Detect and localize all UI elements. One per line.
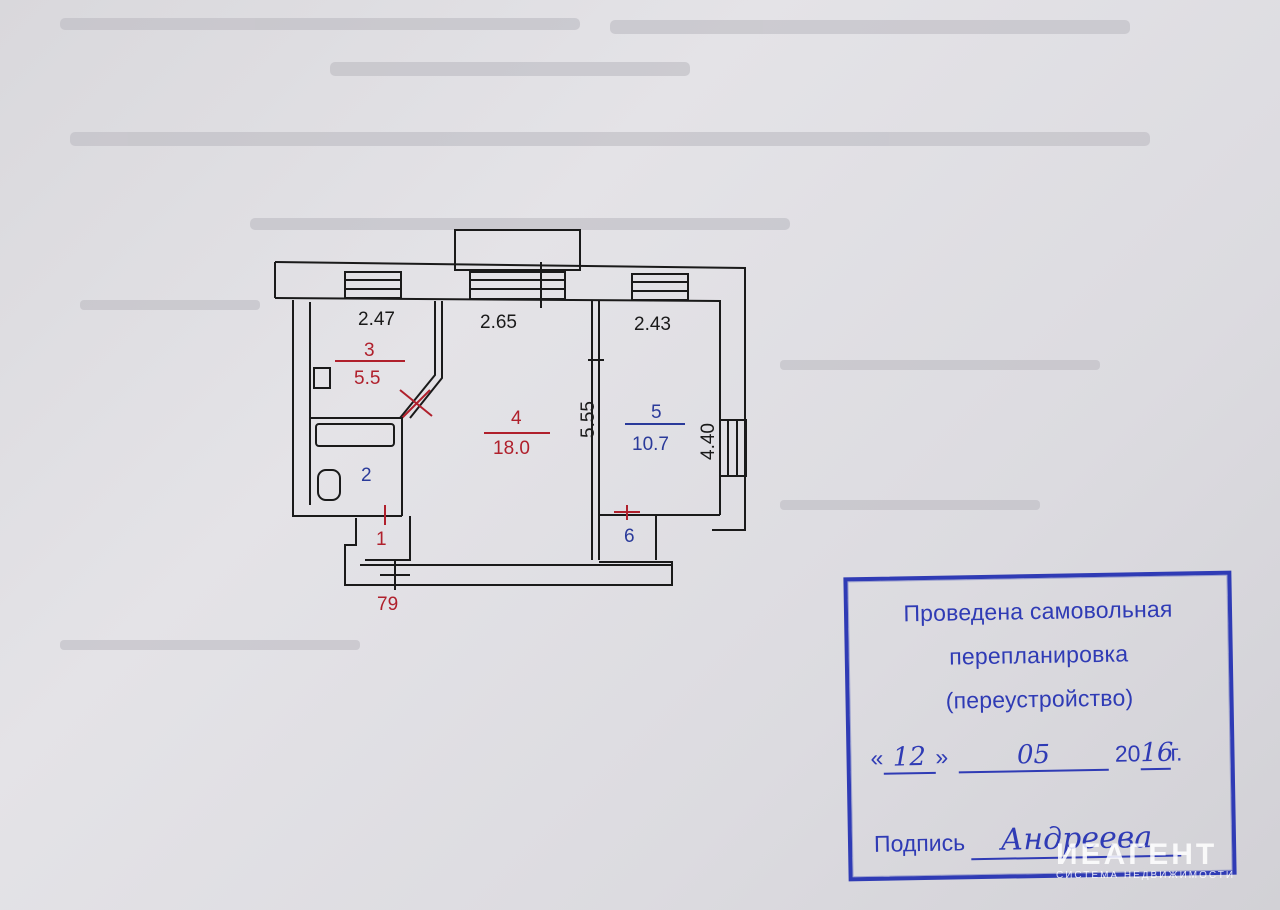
window-room5 [631, 273, 689, 301]
outer-wall-left [292, 300, 402, 517]
date-year-suffix: 16 [1140, 737, 1174, 771]
dim-room5-width: 2.43 [634, 314, 671, 335]
room3-area: 5.5 [354, 368, 380, 389]
door-mark-room3 [399, 389, 433, 419]
outer-wall-top [274, 261, 746, 531]
watermark-logo: ИЕАГЕНТ СИСТЕМА НЕДВИЖИМОСТИ [1056, 838, 1235, 881]
dim-room4-length: 5.55 [578, 401, 599, 438]
room2-number: 2 [361, 465, 372, 486]
toilet [317, 469, 341, 501]
outer-wall-bottom [344, 518, 673, 586]
room4-number: 4 [511, 408, 522, 429]
closet-room6 [598, 515, 657, 560]
dim-room3-width: 2.47 [358, 309, 395, 330]
stamp-line-3: (переустройство) [945, 684, 1134, 714]
partition-room2 [310, 417, 403, 516]
watermark-text: ИЕАГЕНТ [1056, 838, 1218, 871]
date-month: 05 [958, 738, 1109, 774]
window-room4 [469, 262, 566, 308]
sink [313, 367, 331, 389]
window-right [719, 419, 747, 477]
room6-number: 6 [624, 526, 635, 547]
room1-area: 79 [377, 594, 398, 615]
window-room3 [344, 271, 402, 299]
sign-label: Подпись [873, 829, 966, 857]
room3-number: 3 [364, 340, 375, 361]
room5-area: 10.7 [632, 434, 669, 455]
date-open-quote: « [870, 744, 884, 771]
room1-number: 1 [376, 529, 387, 550]
redevelopment-stamp: Проведена самовольная перепланировка (пе… [843, 570, 1237, 882]
dim-room4-width: 2.65 [480, 312, 517, 333]
date-suffix: г. [1170, 739, 1183, 766]
date-year-prefix: 20 [1114, 740, 1141, 767]
room4-area: 18.0 [493, 438, 530, 459]
dim-room5-length: 4.40 [698, 423, 719, 460]
bathtub [315, 423, 395, 447]
date-close-quote: » [935, 743, 949, 770]
date-day: 12 [883, 741, 936, 775]
stamp-line-1: Проведена самовольная [903, 595, 1173, 627]
stamp-line-2: перепланировка [949, 640, 1129, 670]
watermark-subtitle: СИСТЕМА НЕДВИЖИМОСТИ [1056, 870, 1236, 881]
room5-number: 5 [651, 402, 662, 423]
stamp-date: «12» 05 2016г. [870, 737, 1183, 775]
balcony-outline [454, 229, 581, 271]
